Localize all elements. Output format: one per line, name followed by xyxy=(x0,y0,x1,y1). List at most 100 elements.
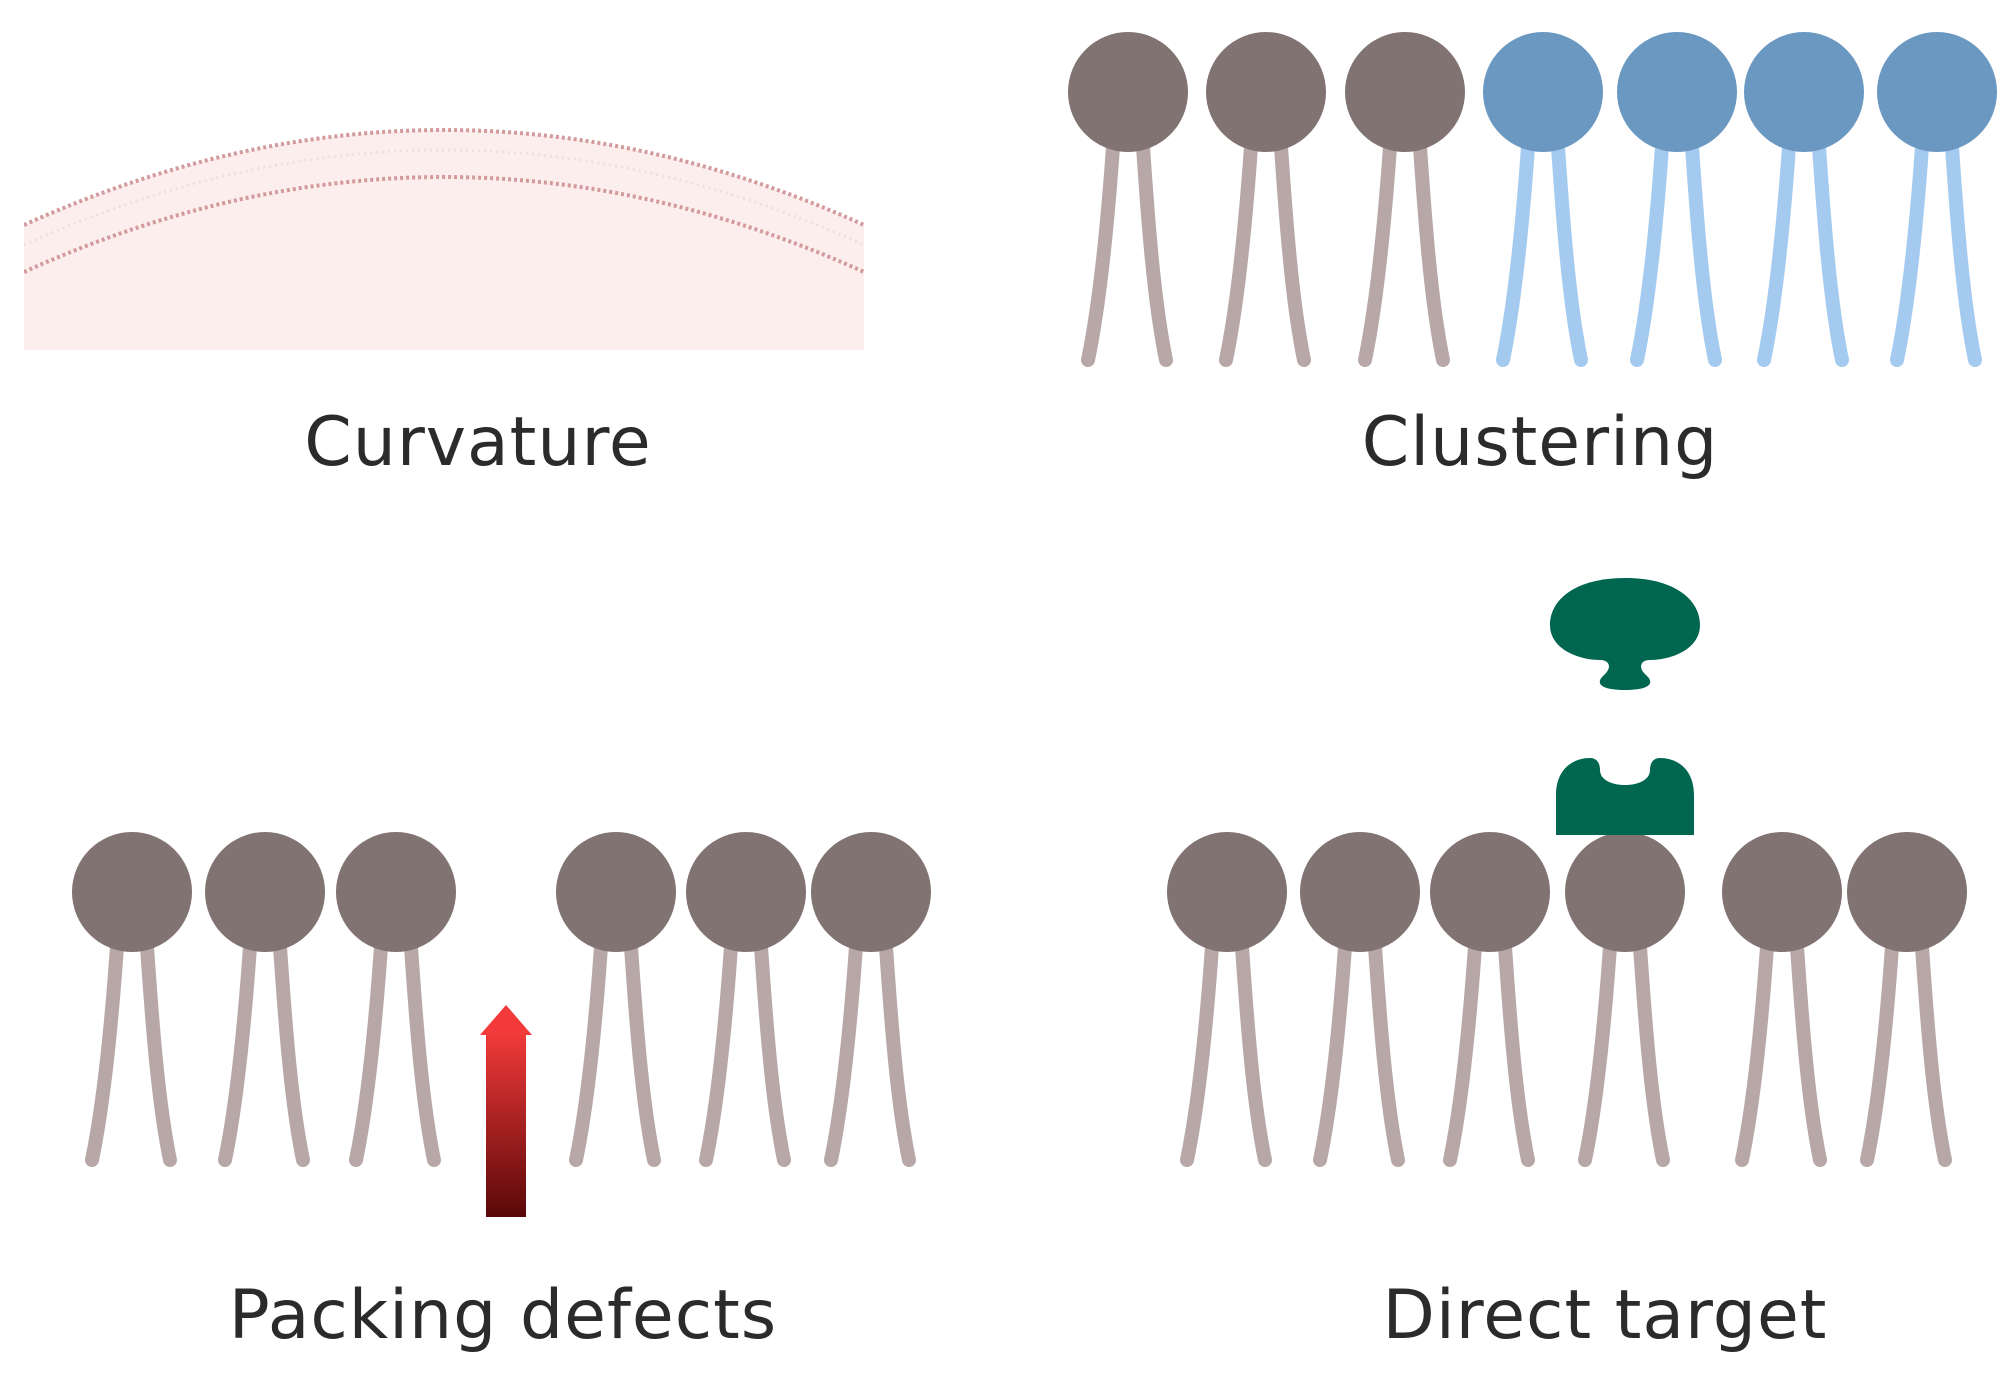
packing-defects-label: Packing defects xyxy=(229,1276,777,1355)
lipid-tail xyxy=(1180,925,1220,1167)
lipid-tail xyxy=(1860,925,1900,1167)
lipid xyxy=(1167,832,1287,1167)
lipid-head xyxy=(1877,32,1997,152)
lipid-head xyxy=(1722,832,1842,952)
lipid xyxy=(1430,832,1550,1167)
lipid xyxy=(1617,32,1737,367)
lipid-tail xyxy=(1757,125,1797,367)
lipid-head xyxy=(1617,32,1737,152)
lipid xyxy=(1206,32,1326,367)
clustering-panel: Clustering xyxy=(1068,32,1997,482)
lipid-head xyxy=(1847,832,1967,952)
lipid-tail xyxy=(824,925,864,1167)
lipid xyxy=(811,832,931,1167)
lipid-tail xyxy=(569,925,609,1167)
lipid-tail xyxy=(1914,925,1952,1167)
curved-membrane xyxy=(24,128,864,350)
defect-arrow-shaft xyxy=(486,1032,526,1217)
lipid-tail xyxy=(1358,125,1398,367)
lipid-tail xyxy=(1412,125,1450,367)
lipid-tail xyxy=(1081,125,1121,367)
packing-defects-panel: Packing defects xyxy=(72,832,931,1355)
protein-ligand-shape xyxy=(1550,578,1700,690)
packing-lipid-row xyxy=(72,832,931,1167)
lipid xyxy=(1847,832,1967,1167)
lipid-head xyxy=(1206,32,1326,152)
direct-target-lipid-row xyxy=(1167,832,1967,1167)
lipid-tail xyxy=(272,925,310,1167)
lipid-head xyxy=(1483,32,1603,152)
lipid-tail xyxy=(623,925,661,1167)
lipid-tail xyxy=(1234,925,1272,1167)
lipid-tail xyxy=(349,925,389,1167)
lipid-head xyxy=(205,832,325,952)
lipid xyxy=(1744,32,1864,367)
lipid-tail xyxy=(1735,925,1775,1167)
direct-target-label: Direct target xyxy=(1383,1276,1828,1355)
lipid xyxy=(1483,32,1603,367)
lipid xyxy=(336,832,456,1167)
lipid-tail xyxy=(1550,125,1588,367)
lipid-head xyxy=(1744,32,1864,152)
lipid-head xyxy=(686,832,806,952)
lipid-head xyxy=(1345,32,1465,152)
lipid-tail xyxy=(1789,925,1827,1167)
protein-ligand xyxy=(1550,578,1700,690)
lipid-head xyxy=(1300,832,1420,952)
lipid-tail xyxy=(139,925,177,1167)
outer-leaflet-line xyxy=(24,128,864,227)
clustering-label: Clustering xyxy=(1362,403,1719,482)
lipid-head xyxy=(811,832,931,952)
lipid-tail xyxy=(1443,925,1483,1167)
lipid xyxy=(72,832,192,1167)
lipid-tail xyxy=(1684,125,1722,367)
lipid-tail xyxy=(1811,125,1849,367)
lipid-tail xyxy=(403,925,441,1167)
lipid-tail xyxy=(1367,925,1405,1167)
protein-receptor xyxy=(1556,758,1694,835)
clustering-lipid-row xyxy=(1068,32,1997,367)
direct-target-panel: Direct target xyxy=(1167,578,1967,1355)
lipid-tail xyxy=(1273,125,1311,367)
lipid-head xyxy=(336,832,456,952)
lipid-tail xyxy=(1632,925,1670,1167)
lipid-head xyxy=(1430,832,1550,952)
lipid-tail xyxy=(1219,125,1259,367)
mid-leaflet-line xyxy=(24,148,864,247)
curvature-label: Curvature xyxy=(304,403,652,482)
lipid-head xyxy=(1167,832,1287,952)
curvature-panel: Curvature xyxy=(24,128,864,482)
lipid-head xyxy=(72,832,192,952)
lipid-tail xyxy=(1497,925,1535,1167)
lipid xyxy=(1068,32,1188,367)
lipid-head xyxy=(1068,32,1188,152)
lipid-tail xyxy=(1135,125,1173,367)
defect-arrow-head xyxy=(480,1005,532,1035)
lipid-tail xyxy=(85,925,125,1167)
lipid xyxy=(1345,32,1465,367)
lipid-head xyxy=(556,832,676,952)
lipid-head xyxy=(1565,832,1685,952)
lipid-tail xyxy=(1944,125,1982,367)
lipid-tail xyxy=(878,925,916,1167)
lipid-tail xyxy=(1496,125,1536,367)
lipid-tail xyxy=(1578,925,1618,1167)
lipid xyxy=(1565,832,1685,1167)
lipid-tail xyxy=(753,925,791,1167)
lipid xyxy=(1877,32,1997,367)
lipid xyxy=(686,832,806,1167)
lipid-tail xyxy=(218,925,258,1167)
protein-receptor-shape xyxy=(1556,758,1694,835)
lipid-tail xyxy=(699,925,739,1167)
defect-arrow xyxy=(480,1005,532,1217)
lipid xyxy=(205,832,325,1167)
lipid-tail xyxy=(1630,125,1670,367)
lipid-tail xyxy=(1313,925,1353,1167)
curved-membrane-fill xyxy=(24,130,864,350)
inner-leaflet-line xyxy=(24,175,864,274)
lipid xyxy=(556,832,676,1167)
lipid xyxy=(1722,832,1842,1167)
lipid-tail xyxy=(1890,125,1930,367)
lipid xyxy=(1300,832,1420,1167)
